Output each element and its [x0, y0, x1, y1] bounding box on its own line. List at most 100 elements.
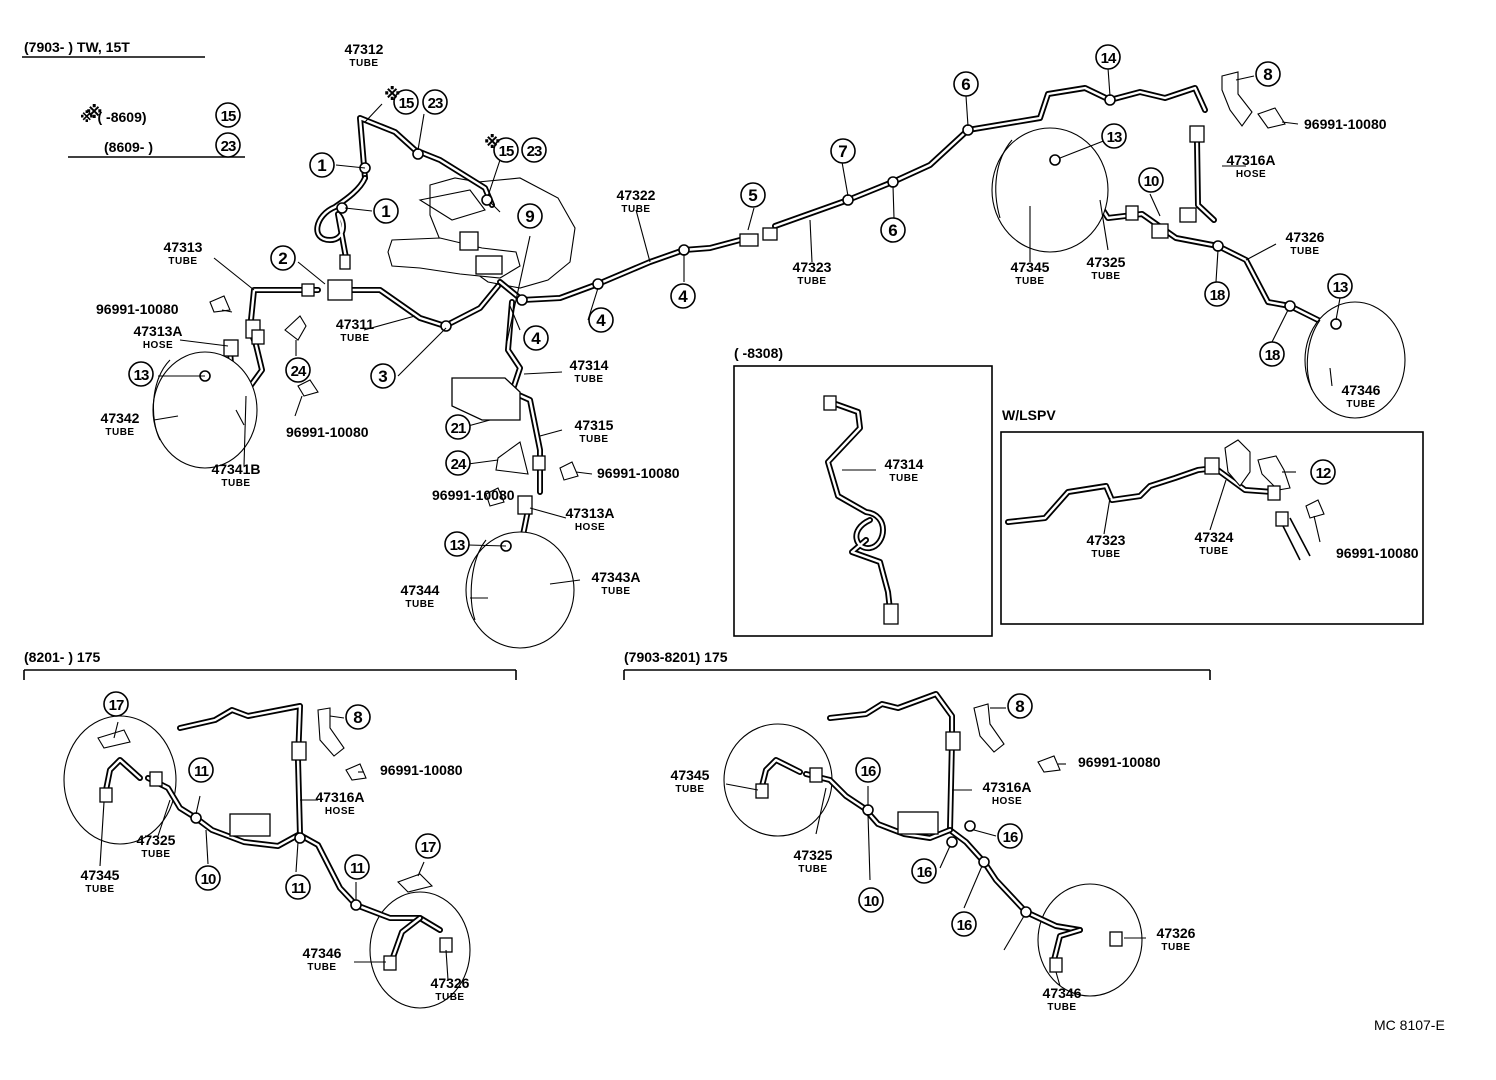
callout-n13a: 13	[1101, 123, 1127, 149]
part-number: 47345	[671, 767, 710, 783]
callout-n15a: 15	[393, 89, 419, 115]
callout-number: 13	[1107, 129, 1122, 146]
part-type: TUBE	[1346, 399, 1375, 410]
clip-ref-c2: 96991-10080	[286, 424, 369, 440]
callout-n11c: 11	[344, 854, 370, 880]
part-type: TUBE	[1047, 1002, 1076, 1013]
part-number: 47326	[1286, 229, 1325, 245]
callout-n1b: 1	[373, 198, 399, 224]
part-number: 47313	[164, 239, 203, 255]
wlspv-title: W/LSPV	[1002, 407, 1056, 423]
callout-n24b: 24	[445, 450, 471, 476]
callout-number: 23	[221, 138, 236, 155]
callout-number: 13	[134, 367, 149, 384]
part-type: TUBE	[1091, 271, 1120, 282]
part-number: 47316A	[982, 779, 1031, 795]
callout-n9: 9	[517, 203, 543, 229]
header-tw15t: (7903- ) TW, 15T	[24, 39, 130, 55]
inset-8308: ( -8308)	[733, 345, 993, 637]
callout-number: 21	[451, 420, 466, 437]
clip-ref-c8: 96991-10080	[1078, 754, 1161, 770]
part-type: TUBE	[168, 256, 197, 267]
callout-n4c: 4	[670, 283, 696, 309]
part-type: TUBE	[601, 586, 630, 597]
callout-number: 11	[194, 763, 209, 780]
part-number: 47345	[1011, 259, 1050, 275]
callout-n13c: 13	[128, 361, 154, 387]
callout-number: 17	[109, 697, 124, 714]
callout-n15b: 15	[493, 137, 519, 163]
callout-n8c: 8	[1007, 693, 1033, 719]
clip-ref-c5: 96991-10080	[432, 487, 515, 503]
callout-number: 6	[888, 221, 897, 240]
part-number: 47343A	[591, 569, 640, 585]
front-right-disc	[465, 531, 575, 649]
callout-number: 13	[1333, 279, 1348, 296]
callout-n11b: 11	[285, 874, 311, 900]
part-number: 47345	[81, 867, 120, 883]
note-1: ※ ( -8609)	[80, 109, 147, 125]
asterisk-mark-2: ※	[86, 103, 103, 122]
callout-number: 24	[451, 456, 467, 473]
callout-number: 23	[527, 143, 542, 160]
callout-number: 6	[961, 75, 970, 94]
bracket-24	[284, 315, 307, 341]
part-type: TUBE	[798, 864, 827, 875]
callout-number: 24	[291, 363, 307, 380]
callout-n16d: 16	[951, 911, 977, 937]
callout-n15c: 15	[215, 102, 241, 128]
callout-number: 9	[525, 207, 534, 226]
callout-number: 11	[291, 880, 306, 897]
part-type: TUBE	[621, 204, 650, 215]
callout-number: 16	[1003, 829, 1018, 846]
callout-number: 4	[531, 329, 541, 348]
part-number: 47346	[1043, 985, 1082, 1001]
part-type: TUBE	[574, 374, 603, 385]
callout-n7: 7	[830, 138, 856, 164]
callout-n11a: 11	[188, 757, 214, 783]
callout-n18b: 18	[1259, 341, 1285, 367]
callout-n24a: 24	[285, 357, 311, 383]
rear-left-drum	[991, 127, 1109, 253]
part-type: HOSE	[325, 806, 355, 817]
callout-number: 10	[1144, 173, 1159, 190]
callout-number: 5	[748, 186, 757, 205]
note-2: (8609- )	[104, 139, 153, 155]
callout-n10a: 10	[1138, 167, 1164, 193]
part-type: TUBE	[1290, 246, 1319, 257]
section-8201-175: (8201- ) 175	[23, 649, 517, 1009]
asterisk-mark-0: ※	[384, 85, 401, 104]
header-8201: (8201- ) 175	[24, 649, 100, 665]
part-number: 47311	[336, 316, 374, 332]
callout-number: 14	[1101, 50, 1117, 67]
part-number: 47316A	[1226, 152, 1275, 168]
callout-n16c: 16	[911, 858, 937, 884]
callout-number: 8	[1263, 65, 1272, 84]
callout-n18a: 18	[1204, 281, 1230, 307]
bracket-24b	[495, 441, 529, 475]
part-number: 47314	[885, 456, 924, 472]
callout-n1a: 1	[309, 152, 335, 178]
clip-references: 96991-1008096991-1008096991-1008096991-1…	[96, 116, 1419, 778]
part-number: 47323	[793, 259, 832, 275]
part-number: 47346	[303, 945, 342, 961]
callout-number: 16	[917, 864, 932, 881]
callout-n10c: 10	[858, 887, 884, 913]
part-type: TUBE	[579, 434, 608, 445]
callout-number: 17	[421, 839, 436, 856]
callout-number: 1	[317, 156, 326, 175]
part-type: TUBE	[435, 992, 464, 1003]
